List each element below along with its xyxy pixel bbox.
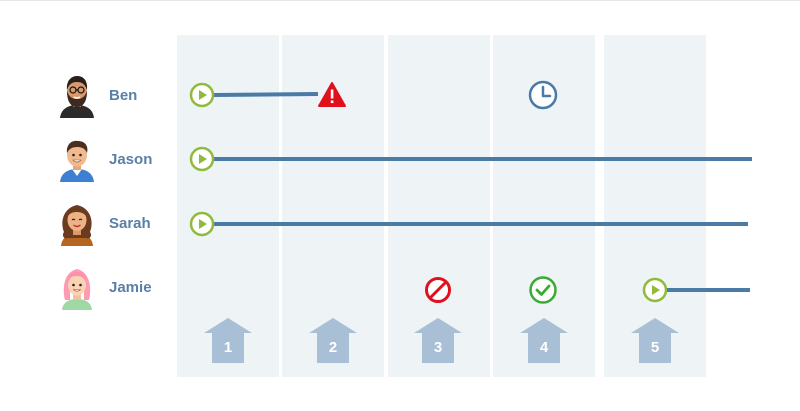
top-divider — [0, 0, 800, 1]
person-jamie: Jamie — [56, 266, 216, 310]
person-name: Jason — [109, 151, 153, 168]
person-ben: Ben — [56, 74, 216, 118]
ben-timeline-line — [213, 92, 319, 97]
step-number: 4 — [540, 339, 549, 356]
clock-icon — [528, 80, 558, 110]
step-number: 1 — [224, 339, 232, 356]
ben-start-icon — [189, 82, 215, 108]
person-sarah: Sarah — [56, 202, 216, 246]
step-arrow-1: 1 — [204, 318, 252, 363]
warning-icon — [318, 82, 346, 107]
pink-hair-woman-avatar — [62, 269, 92, 310]
sarah-start-icon — [189, 211, 215, 237]
step-number: 5 — [651, 339, 659, 356]
step-number: 3 — [434, 339, 442, 356]
step-arrow-2: 2 — [309, 318, 357, 363]
step-arrow-3: 3 — [414, 318, 462, 363]
check-circle-icon — [529, 276, 557, 304]
step-arrow-5: 5 — [631, 318, 679, 363]
man-avatar — [60, 140, 94, 182]
person-jason: Jason — [56, 138, 216, 182]
jamie-start-icon — [642, 277, 668, 303]
bearded-man-avatar — [60, 76, 94, 118]
step-number: 2 — [329, 339, 337, 356]
person-name: Ben — [109, 87, 138, 104]
blocked-icon — [425, 277, 451, 303]
person-name: Jamie — [109, 279, 152, 296]
curly-hair-woman-avatar — [61, 205, 93, 246]
person-name: Sarah — [109, 215, 151, 232]
step-arrow-4: 4 — [520, 318, 568, 363]
jason-start-icon — [189, 146, 215, 172]
